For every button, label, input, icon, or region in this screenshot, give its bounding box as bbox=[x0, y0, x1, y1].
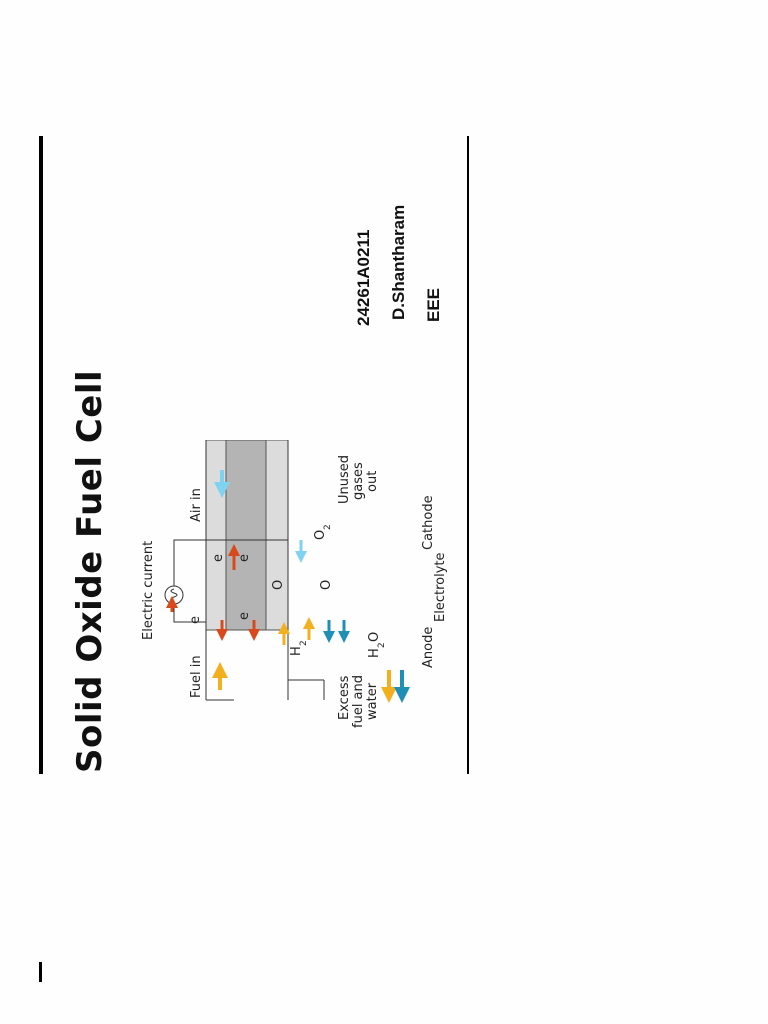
h2-subscript: 2 bbox=[299, 640, 309, 646]
h2o-label-h: H bbox=[367, 648, 382, 658]
fuel-channel-outline bbox=[205, 440, 234, 701]
oxide-ion-label: O bbox=[271, 580, 286, 590]
excess-fuel-label-1: Excess bbox=[337, 675, 352, 720]
o2-label: O bbox=[313, 530, 328, 540]
load-icon bbox=[164, 585, 184, 605]
electron-label: e bbox=[237, 554, 252, 562]
air-in-label: Air in bbox=[189, 488, 204, 522]
electron-label: e bbox=[188, 616, 203, 624]
air-channel-outline bbox=[287, 440, 325, 700]
department: EEE bbox=[424, 287, 443, 322]
page-corner-mark bbox=[39, 962, 42, 982]
oxide-ion-label: O bbox=[319, 580, 334, 590]
right-border-rule bbox=[467, 136, 469, 774]
unused-gases-label-2: gases bbox=[351, 462, 366, 500]
cathode-layer bbox=[265, 440, 289, 631]
left-border-rule bbox=[39, 136, 43, 774]
fuel-in-label: Fuel in bbox=[189, 655, 204, 698]
electron-label: e bbox=[211, 554, 226, 562]
electrolyte-label: Electrolyte bbox=[433, 553, 448, 622]
anode-layer bbox=[205, 440, 227, 631]
slide-title: Solid Oxide Fuel Cell bbox=[70, 369, 110, 773]
student-id: 24261A0211 bbox=[354, 229, 373, 326]
electric-current-label: Electric current bbox=[141, 541, 156, 640]
excess-fuel-label-2: fuel and bbox=[351, 675, 366, 728]
h2-label: H bbox=[289, 646, 304, 656]
electron-label: e bbox=[237, 612, 252, 620]
fuel-cell-diagram: Electric current Fuel in Air in Excess f… bbox=[141, 440, 448, 728]
student-name: D.Shantharam bbox=[389, 204, 408, 320]
anode-label: Anode bbox=[421, 627, 436, 668]
circuit-wire bbox=[173, 539, 289, 623]
o2-subscript: 2 bbox=[323, 524, 333, 530]
electrolyte-layer bbox=[225, 440, 267, 631]
excess-fuel-label-3: water bbox=[365, 682, 380, 720]
unused-gases-label-3: out bbox=[365, 471, 380, 492]
h2o-label-sub: 2 bbox=[377, 642, 387, 648]
cathode-label: Cathode bbox=[421, 495, 436, 550]
h2o-label-o: O bbox=[367, 632, 382, 642]
unused-gases-label-1: Unused bbox=[337, 455, 352, 504]
